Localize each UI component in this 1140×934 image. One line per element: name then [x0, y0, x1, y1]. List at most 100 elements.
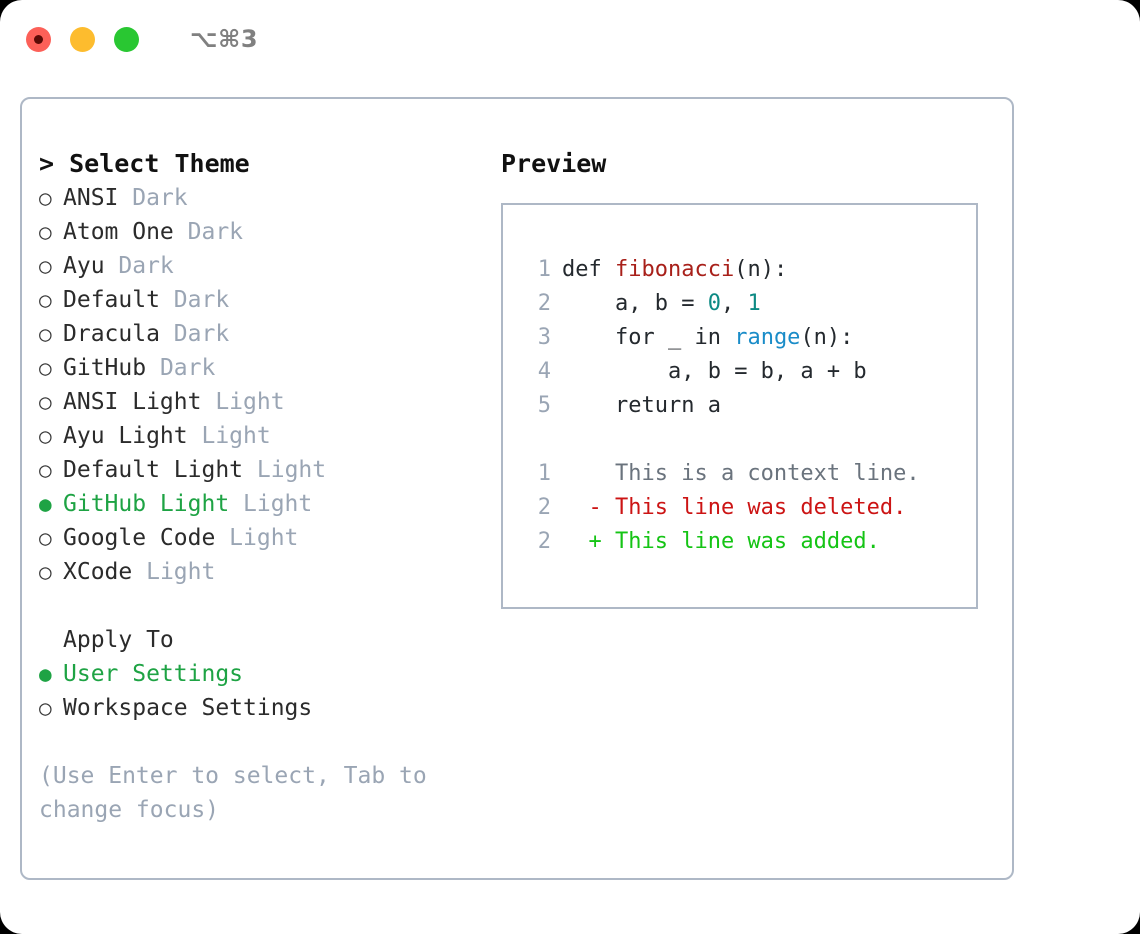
code-token-call: range	[734, 325, 801, 350]
theme-selector-column: > Select Theme ○ANSI Dark○Atom One Dark○…	[39, 147, 494, 827]
code-line: 5 return a	[521, 389, 976, 423]
theme-type-tag: Dark	[173, 321, 230, 347]
code-line: 2 a, b = 0, 1	[521, 287, 976, 321]
line-number: 1	[537, 461, 551, 486]
theme-name: Dracula	[63, 321, 174, 347]
code-token-plain: (n):	[800, 325, 854, 350]
radio-unselected-icon: ○	[39, 322, 52, 346]
code-token-plain: def	[562, 257, 615, 282]
theme-option-github[interactable]: ○ GitHub Dark	[39, 351, 494, 385]
code-text: for _ in range(n):	[562, 321, 853, 355]
theme-type-tag: Light	[215, 389, 285, 415]
theme-type-tag: Light	[229, 525, 299, 551]
theme-option-github-light[interactable]: ●GitHub Light Light	[39, 487, 494, 521]
apply-to-name: User Settings	[63, 661, 244, 687]
radio-unselected-icon: ○	[39, 424, 52, 448]
theme-option-default[interactable]: ○ Default Dark	[39, 283, 494, 317]
diff-line-ctx: 1 This is a context line.	[521, 457, 976, 491]
theme-type-tag: Dark	[187, 219, 244, 245]
line-number: 5	[537, 393, 551, 418]
radio-unselected-icon: ○	[39, 254, 52, 278]
theme-type-tag: Dark	[118, 253, 174, 279]
theme-type-tag: Light	[256, 457, 327, 483]
theme-option-xcode[interactable]: ○XCode Light	[39, 555, 494, 589]
line-number: 2	[537, 495, 551, 520]
theme-name: Default	[63, 287, 174, 313]
diff-line-add: 2 + This line was added.	[521, 525, 976, 559]
theme-option-atom-one[interactable]: ○ Atom One Dark	[39, 215, 494, 249]
maximize-button[interactable]	[114, 26, 139, 52]
theme-list: ○ANSI Dark○Atom One Dark○Ayu Dark○Defaul…	[39, 181, 494, 589]
theme-option-default-light[interactable]: ○ Default Light Light	[39, 453, 494, 487]
keyboard-hint: (Use Enter to select, Tab to change focu…	[39, 763, 441, 823]
minimize-button[interactable]	[70, 26, 95, 52]
theme-name: XCode	[63, 559, 147, 585]
line-number: 1	[537, 257, 551, 282]
code-text: return a	[562, 389, 721, 423]
theme-name: Google Code	[63, 525, 230, 551]
code-text: a, b = b, a + b	[562, 355, 867, 389]
theme-option-ansi[interactable]: ○ANSI Dark	[39, 181, 494, 215]
code-line: 4 a, b = b, a + b	[521, 355, 976, 389]
radio-unselected-icon: ○	[39, 696, 52, 720]
theme-name: GitHub	[63, 355, 160, 381]
theme-name: Default Light	[63, 457, 257, 483]
apply-to-option-user-settings[interactable]: ● User Settings	[39, 657, 494, 691]
theme-name: Atom One	[63, 219, 188, 245]
code-token-plain: a, b = b, a + b	[667, 359, 867, 384]
theme-option-ayu[interactable]: ○ Ayu Dark	[39, 249, 494, 283]
dialog-panel: > Select Theme ○ANSI Dark○Atom One Dark○…	[20, 97, 1014, 880]
code-text: a, b = 0, 1	[562, 287, 761, 321]
code-token-fn: fibonacci	[614, 257, 735, 282]
code-token-plain: (n):	[734, 257, 788, 282]
apply-to-list: ● User Settings ○ Workspace Settings	[39, 657, 494, 725]
apply-to-name: Workspace Settings	[63, 695, 313, 721]
preview-title: Preview	[501, 149, 607, 178]
code-token-plain: for _ in	[614, 325, 735, 350]
code-text: def fibonacci(n):	[562, 253, 787, 287]
close-button[interactable]	[26, 26, 51, 52]
apply-to-label: Apply To	[63, 627, 174, 653]
theme-option-ayu-light[interactable]: ○ Ayu Light Light	[39, 419, 494, 453]
apply-to-option-workspace-settings[interactable]: ○ Workspace Settings	[39, 691, 494, 725]
list-spacer	[39, 589, 494, 623]
title-bar: ⌥⌘3	[0, 0, 1140, 78]
code-token-num: 0	[707, 291, 721, 316]
theme-name: Ayu	[63, 253, 119, 279]
diff-text: - This line was deleted.	[562, 495, 907, 520]
line-number: 4	[537, 359, 551, 384]
theme-type-tag: Light	[201, 423, 271, 449]
code-token-plain: ,	[720, 291, 748, 316]
radio-unselected-icon: ○	[39, 288, 52, 312]
theme-option-google-code[interactable]: ○Google Code Light	[39, 521, 494, 555]
code-diff-separator	[521, 423, 976, 457]
radio-selected-icon: ●	[39, 492, 52, 516]
line-number: 2	[537, 291, 551, 316]
code-token-num: 1	[747, 291, 761, 316]
diff-text: This is a context line.	[562, 461, 920, 486]
theme-type-tag: Dark	[159, 355, 216, 381]
theme-option-ansi-light[interactable]: ○ANSI Light Light	[39, 385, 494, 419]
code-token-plain: return a	[614, 393, 721, 418]
code-line: 1 def fibonacci(n):	[521, 253, 976, 287]
theme-name: Ayu Light	[63, 423, 202, 449]
radio-selected-icon: ●	[39, 662, 52, 686]
record-indicator-icon	[34, 34, 43, 44]
code-line: 3 for _ in range(n):	[521, 321, 976, 355]
theme-type-tag: Dark	[132, 185, 188, 211]
diff-text: + This line was added.	[562, 529, 880, 554]
theme-name: ANSI	[63, 185, 133, 211]
radio-unselected-icon: ○	[39, 560, 52, 584]
theme-option-dracula[interactable]: ○ Dracula Dark	[39, 317, 494, 351]
radio-unselected-icon: ○	[39, 220, 52, 244]
radio-unselected-icon: ○	[39, 356, 52, 380]
radio-unselected-icon: ○	[39, 458, 52, 482]
theme-type-tag: Dark	[173, 287, 230, 313]
window-controls	[26, 26, 139, 52]
diff-sample: 1 This is a context line. 2 - This line w…	[521, 457, 976, 559]
line-number: 2	[537, 529, 551, 554]
